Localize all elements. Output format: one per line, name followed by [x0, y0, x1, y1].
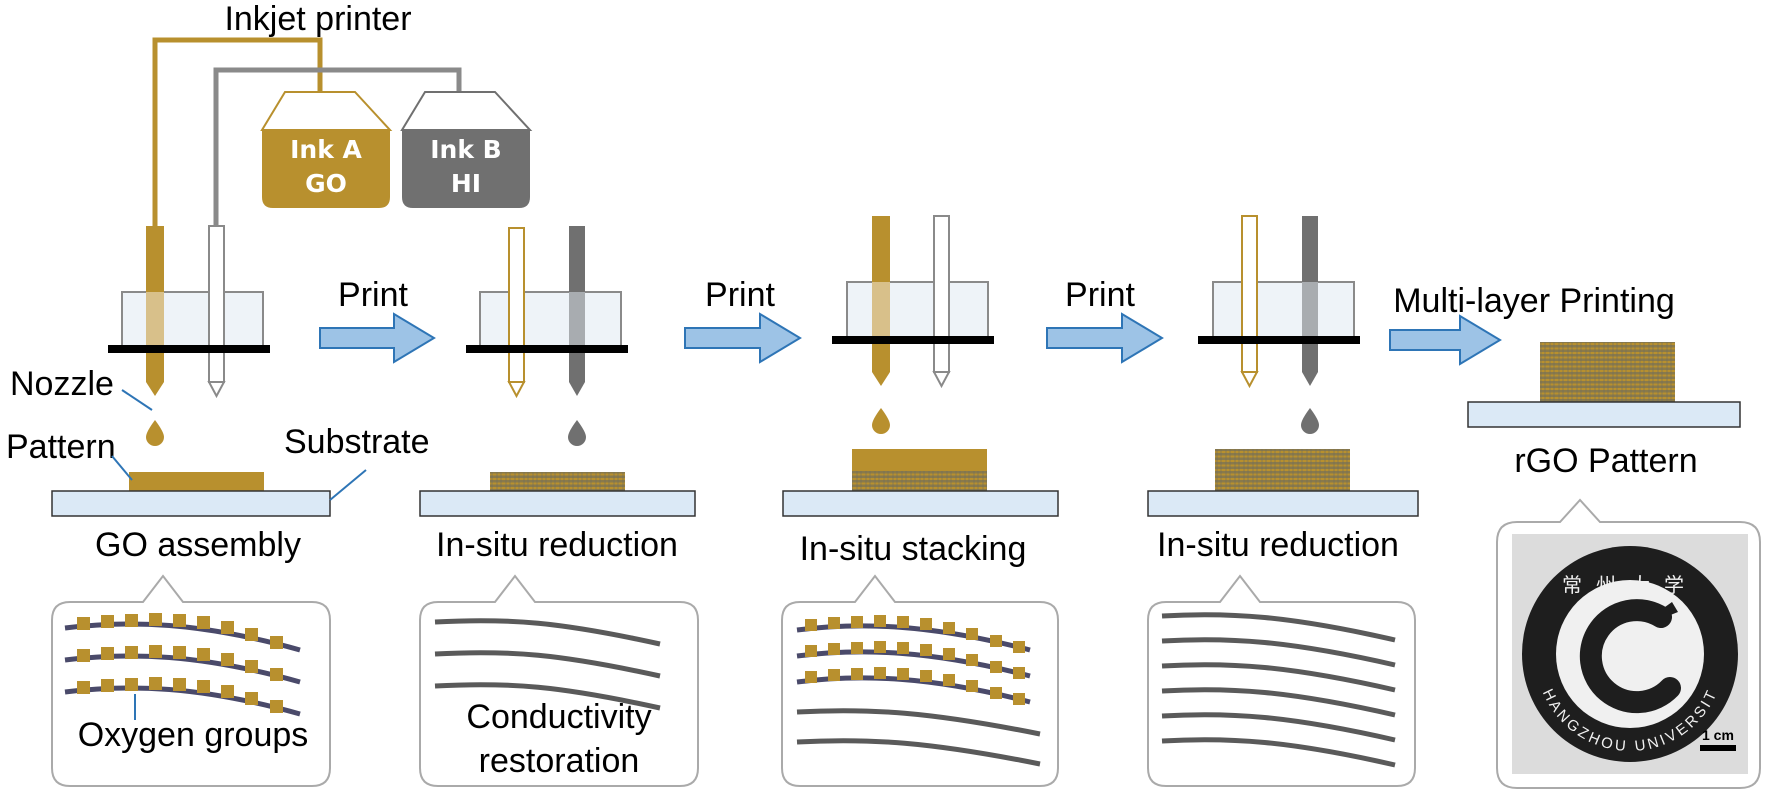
step-3-caption: In-situ stacking [800, 530, 1027, 568]
arrow-2: Print [684, 276, 802, 364]
step-3-substrate [782, 449, 1059, 517]
step-1-printhead [108, 225, 270, 446]
pattern-pointer [111, 455, 133, 481]
ink-a-tube [152, 37, 323, 228]
step-3-printhead [832, 215, 994, 434]
step-2-caption: In-situ reduction [436, 526, 678, 564]
go-droplet-2 [872, 408, 890, 434]
reduced-sheets [1161, 612, 1396, 768]
restoration-label: restoration [479, 742, 640, 780]
step-5-substrate [1467, 342, 1741, 428]
dragon-head-icon [1658, 602, 1678, 616]
step-4-printhead [1198, 215, 1360, 434]
go-sheets [64, 613, 301, 717]
scale-bar-label: 1 cm [1702, 727, 1734, 743]
ink-b-bottle: Ink B HI [400, 91, 533, 208]
substrate-pointer [329, 469, 367, 501]
arrow-3-label: Print [1065, 276, 1135, 314]
step-2-bubble [419, 574, 699, 787]
step-4-caption: In-situ reduction [1157, 526, 1399, 564]
pattern-label: Pattern [6, 428, 116, 466]
step-5-caption: rGO Pattern [1514, 442, 1697, 480]
arrow-2-label: Print [705, 276, 775, 314]
dragon-c-icon [1579, 599, 1681, 714]
go-droplet [146, 420, 164, 446]
arrow-1-label: Print [338, 276, 408, 314]
step-4-bubble [1147, 574, 1416, 787]
arrow-4: Multi-layer Printing [1389, 282, 1675, 366]
step-4-substrate [1147, 449, 1419, 517]
arrow-4-label: Multi-layer Printing [1393, 282, 1675, 320]
step-2-substrate [419, 472, 696, 517]
substrate-label: Substrate [284, 423, 430, 461]
ink-a-label: Ink A [290, 135, 362, 164]
step-2-printhead [466, 226, 628, 446]
hi-droplet-2 [1301, 408, 1319, 434]
step-1-caption: GO assembly [95, 526, 301, 564]
ink-a-bottle: Ink A GO [260, 91, 393, 208]
title-label: Inkjet printer [224, 0, 411, 38]
arrow-1: Print [319, 276, 436, 364]
scale-bar [1700, 745, 1736, 751]
nozzle-pointer [121, 389, 153, 411]
arrow-3: Print [1046, 276, 1164, 364]
oxygen-groups-label: Oxygen groups [78, 716, 309, 754]
ink-b-label: Ink B [430, 135, 501, 164]
hi-droplet [568, 420, 586, 446]
ink-b-sub: HI [451, 169, 481, 198]
step-1-substrate [51, 472, 331, 517]
conductivity-label: Conductivity [466, 698, 651, 736]
step-1-bubble [51, 574, 331, 787]
stacked-sheets [796, 615, 1041, 767]
nozzle-label: Nozzle [10, 365, 114, 403]
ink-a-sub: GO [305, 169, 347, 198]
seal-cjk: 常州大学 [1562, 573, 1698, 597]
rgo-sheets [434, 618, 661, 711]
